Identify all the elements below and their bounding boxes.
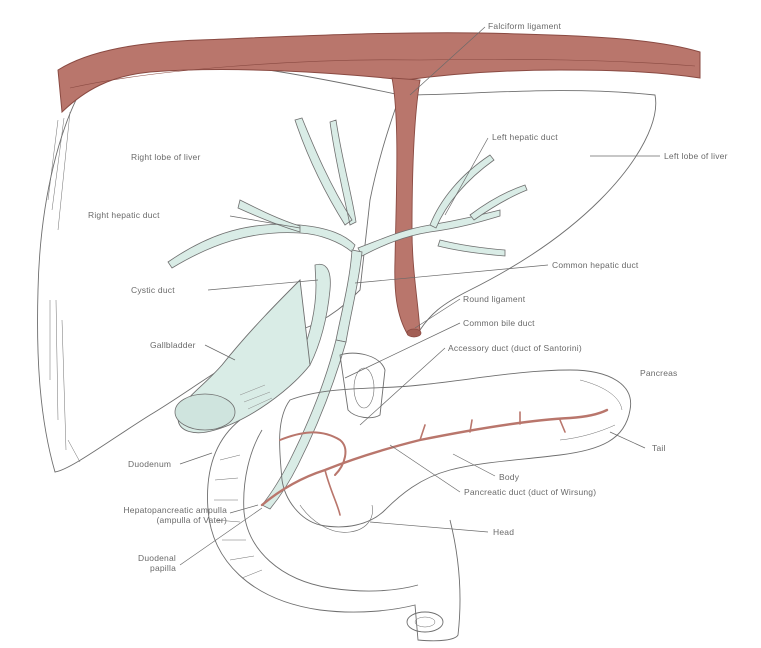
right-hepatic-duct [168, 224, 355, 268]
label-hepatopancreatic-ampulla-line2: (ampulla of Vater) [2, 515, 227, 525]
right-duct-branches [238, 118, 356, 232]
common-hepatic-duct [336, 250, 362, 342]
label-gallbladder: Gallbladder [150, 340, 196, 350]
duodenum-cut-end [407, 612, 443, 632]
label-pancreatic-duct: Pancreatic duct (duct of Wirsung) [464, 487, 596, 497]
label-accessory-duct: Accessory duct (duct of Santorini) [448, 343, 582, 353]
round-ligament-end [407, 329, 421, 337]
label-left-hepatic-duct: Left hepatic duct [492, 132, 558, 142]
label-head: Head [493, 527, 514, 537]
left-duct-branches [430, 155, 527, 256]
label-hepatopancreatic-ampulla: Hepatopancreatic ampulla (ampulla of Vat… [2, 505, 227, 525]
label-hepatopancreatic-ampulla-line1: Hepatopancreatic ampulla [2, 505, 227, 515]
label-right-lobe-of-liver: Right lobe of liver [131, 152, 200, 162]
pancreas-outline [280, 370, 631, 527]
label-duodenal-papilla-line1: Duodenal [100, 553, 176, 563]
label-left-lobe-of-liver: Left lobe of liver [664, 151, 728, 161]
label-right-hepatic-duct: Right hepatic duct [88, 210, 160, 220]
duodenum-outer [207, 420, 459, 641]
label-pancreas: Pancreas [640, 368, 678, 378]
bile-ducts [168, 118, 527, 509]
label-duodenal-papilla-line2: papilla [100, 563, 176, 573]
diaphragm-band [58, 33, 700, 112]
label-falciform-ligament: Falciform ligament [488, 21, 561, 31]
label-cystic-duct: Cystic duct [131, 285, 175, 295]
duodenum-inner [244, 430, 418, 591]
label-duodenum: Duodenum [128, 459, 171, 469]
gallbladder-group [175, 264, 330, 432]
label-round-ligament: Round ligament [463, 294, 525, 304]
leader-lines [180, 27, 660, 565]
label-tail: Tail [652, 443, 666, 453]
falciform-ligament-band [392, 78, 420, 335]
label-body: Body [499, 472, 519, 482]
pancreas [280, 370, 631, 532]
label-common-bile-duct: Common bile duct [463, 318, 535, 328]
label-duodenal-papilla: Duodenal papilla [100, 553, 176, 573]
pancreatic-head-lobule [300, 505, 373, 532]
label-common-hepatic-duct: Common hepatic duct [552, 260, 638, 270]
